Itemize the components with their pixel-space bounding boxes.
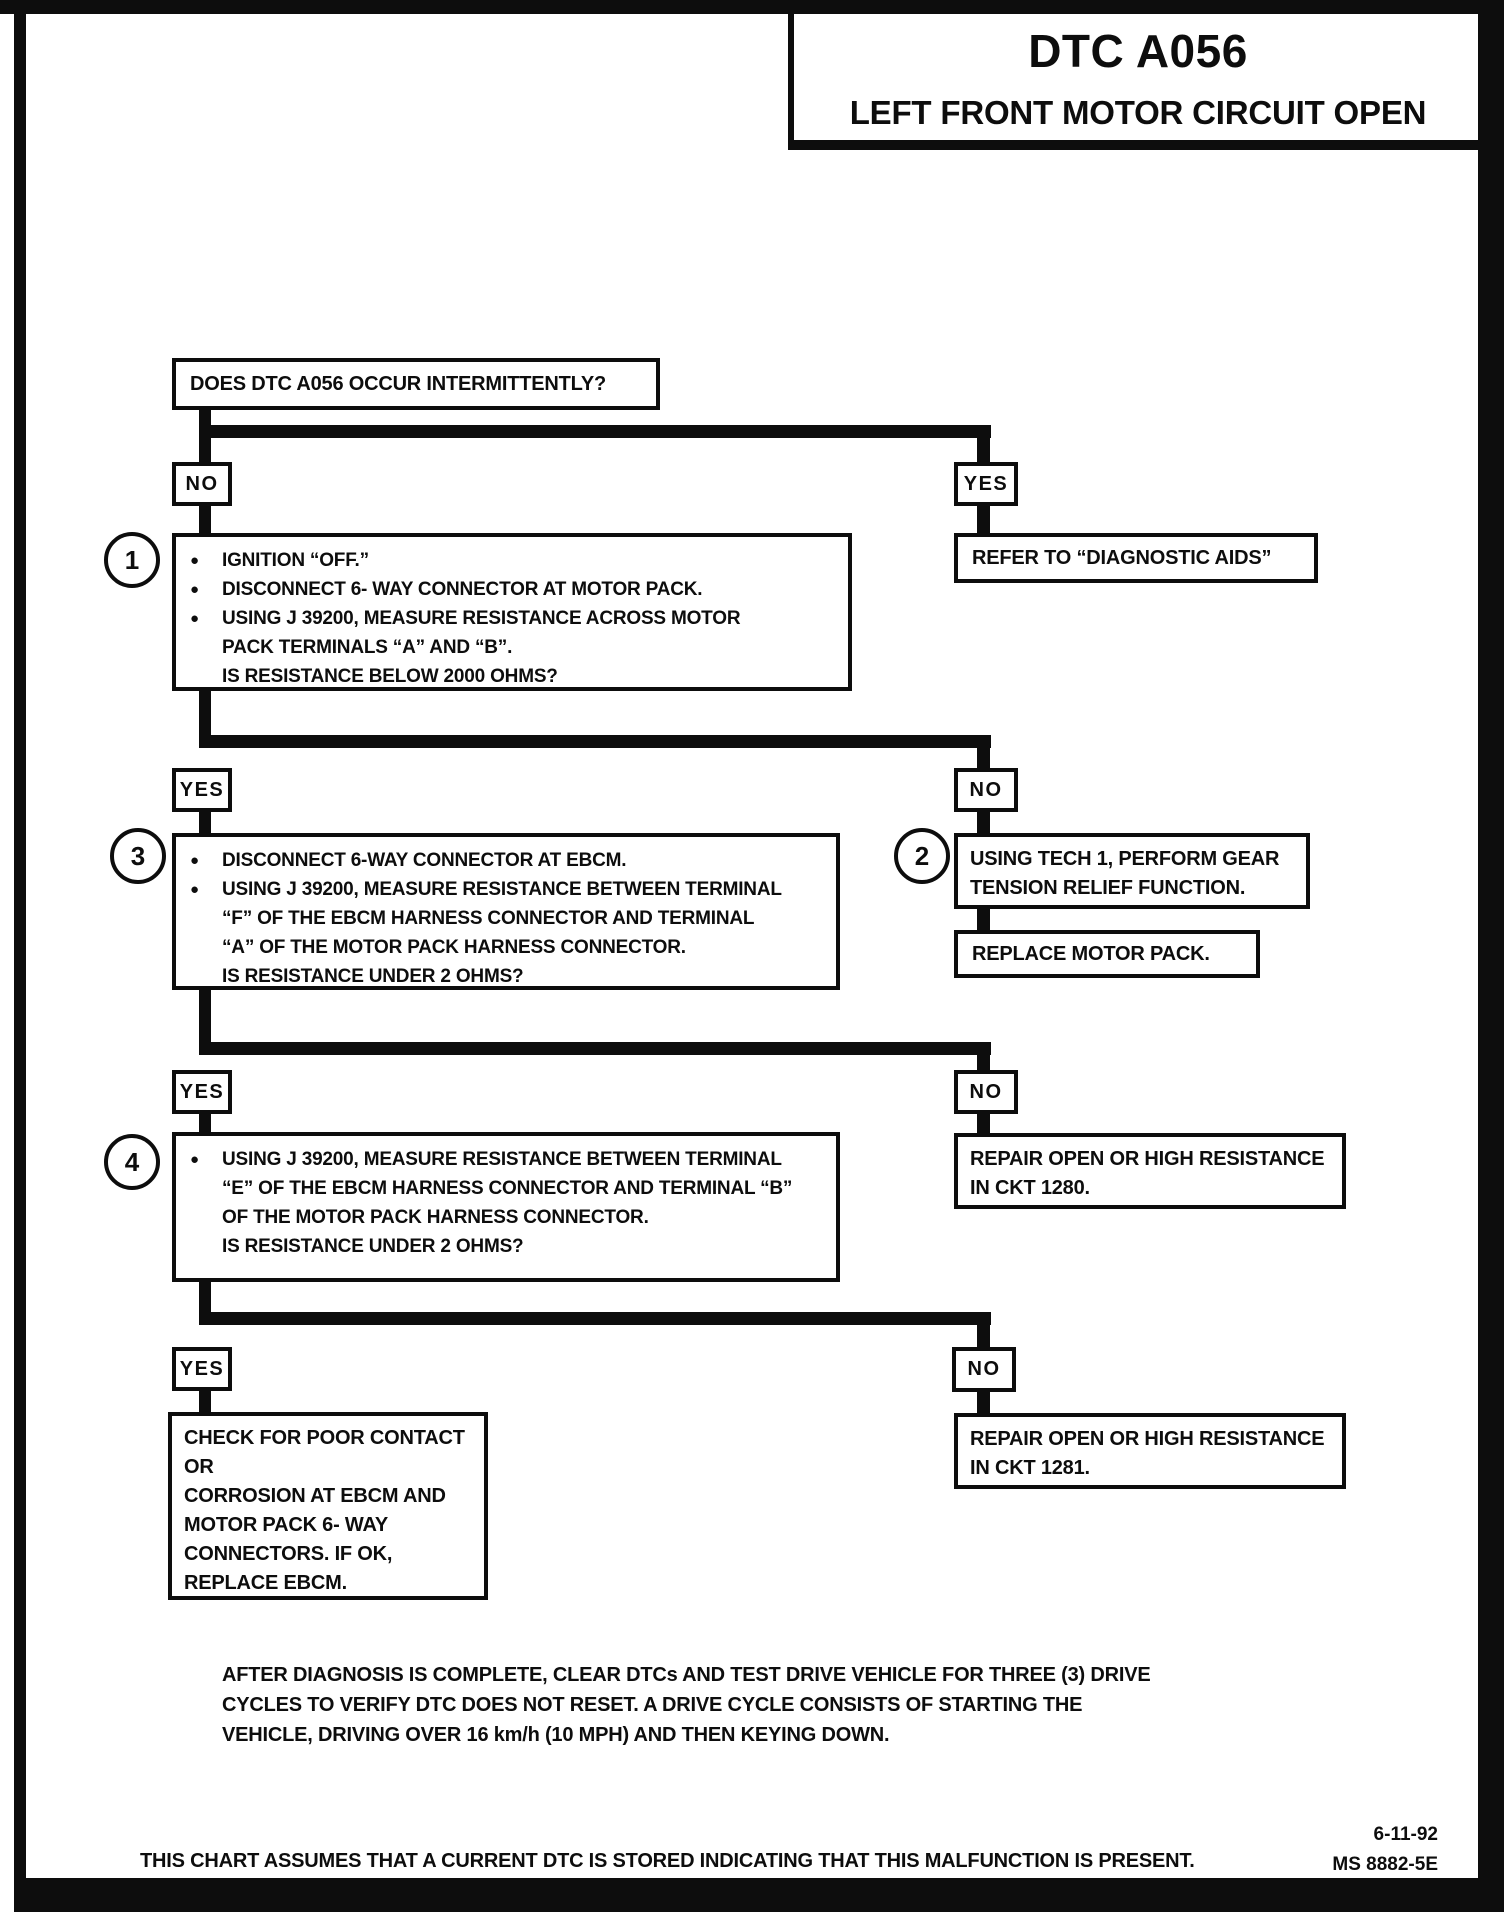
connector-bar2-no bbox=[977, 740, 990, 770]
replace-motor-pack-box: REPLACE MOTOR PACK. bbox=[954, 930, 1260, 978]
step1-number-circle: 1 bbox=[104, 532, 160, 588]
page-subtitle: LEFT FRONT MOTOR CIRCUIT OPEN bbox=[849, 94, 1427, 131]
title-underline bbox=[788, 140, 1480, 150]
connector-step2-replace bbox=[977, 906, 990, 933]
refer-diagnostic-aids-text: REFER TO “DIAGNOSTIC AIDS” bbox=[972, 546, 1272, 569]
step2-number-circle: 2 bbox=[894, 828, 950, 884]
bullet-icon: ● bbox=[190, 1151, 199, 1168]
connector-no3-repair1280 bbox=[977, 1112, 990, 1136]
check-contact-box: CHECK FOR POOR CONTACT OR CORROSION AT E… bbox=[168, 1412, 488, 1600]
connector-no4-repair1281 bbox=[977, 1390, 990, 1416]
connector-bar3-no bbox=[977, 1048, 990, 1073]
bullet-icon: ● bbox=[190, 552, 199, 569]
bullet-icon: ● bbox=[190, 581, 199, 598]
page-title: DTC A056 bbox=[1028, 25, 1248, 77]
step1-question: IS RESISTANCE BELOW 2000 OHMS? bbox=[222, 666, 558, 687]
revision-block: 6-11-92 MS 8882-5E bbox=[1300, 1820, 1438, 1880]
page-border-top bbox=[0, 0, 1504, 14]
drive-cycle-note: AFTER DIAGNOSIS IS COMPLETE, CLEAR DTCs … bbox=[222, 1664, 1151, 1746]
page-border-right bbox=[1478, 0, 1504, 1912]
step3-question: IS RESISTANCE UNDER 2 OHMS? bbox=[222, 966, 524, 987]
step3-bullet1: DISCONNECT 6-WAY CONNECTOR AT EBCM. bbox=[222, 850, 627, 871]
repair-ckt-1280-text: REPAIR OPEN OR HIGH RESISTANCE IN CKT 12… bbox=[970, 1148, 1325, 1199]
bullet-icon: ● bbox=[190, 881, 199, 898]
check-contact-text: CHECK FOR POOR CONTACT OR CORROSION AT E… bbox=[184, 1427, 465, 1594]
connector-bar1-yes bbox=[977, 430, 990, 466]
step4-number-circle: 4 bbox=[104, 1134, 160, 1190]
step2-box: USING TECH 1, PERFORM GEAR TENSION RELIE… bbox=[954, 833, 1310, 909]
label-yes-2: YES bbox=[172, 768, 232, 812]
label-yes-1: YES bbox=[954, 462, 1018, 506]
bullet-icon: ● bbox=[190, 610, 199, 627]
label-no-2: NO bbox=[954, 768, 1018, 812]
label-no-3: NO bbox=[954, 1070, 1018, 1114]
step3-box: ● DISCONNECT 6-WAY CONNECTOR AT EBCM. ● US… bbox=[172, 833, 840, 990]
connector-bar-2 bbox=[199, 735, 991, 748]
step4-bullet1: USING J 39200, MEASURE RESISTANCE BETWEE… bbox=[222, 1149, 793, 1228]
step4-box: ● USING J 39200, MEASURE RESISTANCE BETWE… bbox=[172, 1132, 840, 1282]
step2-text: USING TECH 1, PERFORM GEAR TENSION RELIE… bbox=[970, 848, 1280, 899]
page-border-left bbox=[14, 0, 26, 1912]
step1-bullet2: DISCONNECT 6- WAY CONNECTOR AT MOTOR PAC… bbox=[222, 579, 703, 600]
label-no-1: NO bbox=[172, 462, 232, 506]
connector-no2-step2 bbox=[977, 810, 990, 836]
repair-ckt-1281-text: REPAIR OPEN OR HIGH RESISTANCE IN CKT 12… bbox=[970, 1428, 1325, 1479]
document-number: MS 8882-5E bbox=[1332, 1854, 1438, 1875]
connector-step1-down bbox=[199, 689, 211, 748]
repair-ckt-1281-box: REPAIR OPEN OR HIGH RESISTANCE IN CKT 12… bbox=[954, 1413, 1346, 1489]
step1-bullet1: IGNITION “OFF.” bbox=[222, 550, 369, 571]
label-no-4: NO bbox=[952, 1347, 1016, 1392]
connector-step3-down bbox=[199, 988, 211, 1050]
title-divider-line bbox=[788, 14, 794, 144]
connector-yes4-check bbox=[199, 1389, 211, 1415]
repair-ckt-1280-box: REPAIR OPEN OR HIGH RESISTANCE IN CKT 12… bbox=[954, 1133, 1346, 1209]
connector-yes1-refer bbox=[977, 504, 990, 536]
step3-number-circle: 3 bbox=[110, 828, 166, 884]
connector-no1-step1 bbox=[199, 504, 211, 536]
connector-bar4-no bbox=[977, 1318, 990, 1350]
connector-yes2-step3 bbox=[199, 810, 211, 836]
connector-bar-1 bbox=[199, 425, 991, 438]
refer-diagnostic-aids-box: REFER TO “DIAGNOSTIC AIDS” bbox=[954, 533, 1318, 583]
step3-bullet2: USING J 39200, MEASURE RESISTANCE BETWEE… bbox=[222, 879, 782, 958]
question-text: DOES DTC A056 OCCUR INTERMITTENTLY? bbox=[190, 372, 606, 395]
bullet-icon: ● bbox=[190, 852, 199, 869]
question-box-intermittent: DOES DTC A056 OCCUR INTERMITTENTLY? bbox=[172, 358, 660, 410]
page-border-bottom bbox=[14, 1878, 1504, 1912]
chart-assumption-note: THIS CHART ASSUMES THAT A CURRENT DTC IS… bbox=[140, 1850, 1195, 1872]
label-yes-3: YES bbox=[172, 1070, 232, 1114]
connector-bar-3 bbox=[199, 1042, 991, 1055]
label-yes-4: YES bbox=[172, 1347, 232, 1391]
revision-date: 6-11-92 bbox=[1373, 1824, 1438, 1845]
connector-yes3-step4 bbox=[199, 1112, 211, 1135]
connector-bar-4 bbox=[199, 1312, 991, 1325]
step1-bullet3: USING J 39200, MEASURE RESISTANCE ACROSS… bbox=[222, 608, 741, 658]
replace-motor-pack-text: REPLACE MOTOR PACK. bbox=[972, 942, 1210, 965]
step1-box: ● IGNITION “OFF.” ● DISCONNECT 6- WAY CONN… bbox=[172, 533, 852, 691]
step4-question: IS RESISTANCE UNDER 2 OHMS? bbox=[222, 1236, 524, 1257]
